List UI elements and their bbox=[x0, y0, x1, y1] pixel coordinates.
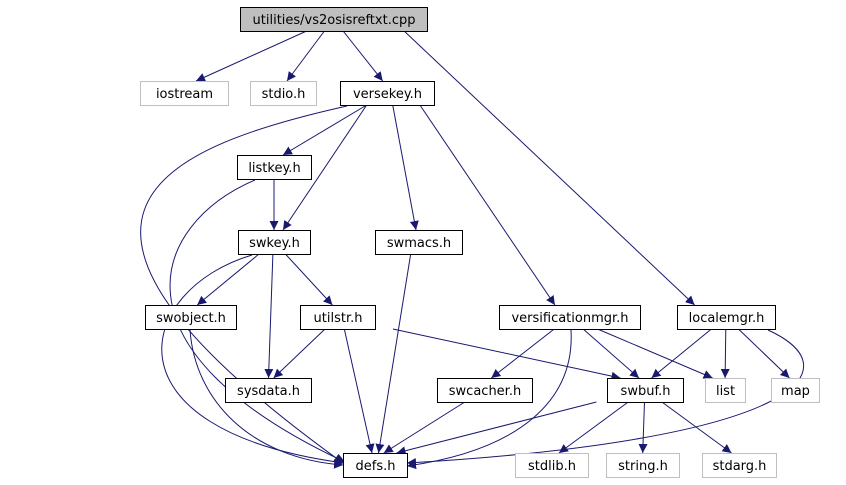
node-box-utilstr bbox=[300, 305, 376, 330]
node-label-swcacher: swcacher.h bbox=[449, 384, 521, 399]
node-swmacs[interactable]: swmacs.h bbox=[375, 230, 463, 255]
node-box-string bbox=[606, 453, 680, 478]
node-defs[interactable]: defs.h bbox=[343, 453, 408, 478]
node-label-swobject: swobject.h bbox=[156, 311, 226, 326]
edge-swkey-to-utilstr bbox=[285, 253, 333, 306]
edge-localemgr-to-map bbox=[738, 328, 790, 379]
node-stdlib: stdlib.h bbox=[515, 453, 589, 478]
node-label-defs: defs.h bbox=[356, 459, 396, 474]
node-box-swbuf bbox=[607, 378, 684, 403]
edge-utilstr-to-swbuf bbox=[392, 328, 621, 381]
nodes-layer: utilities/vs2osisreftxt.cpp iostream stdio… bbox=[140, 7, 820, 478]
edge-utilstr-to-defs bbox=[343, 328, 375, 454]
node-label-utilstr: utilstr.h bbox=[314, 311, 363, 326]
edge-swobject-to-defs bbox=[189, 329, 344, 469]
edge-swbuf-to-stdarg bbox=[661, 401, 732, 454]
node-box-swcacher bbox=[437, 378, 533, 403]
edge-utilstr-to-sysdata bbox=[273, 328, 326, 379]
node-label-versekey: versekey.h bbox=[353, 87, 422, 102]
node-label-stdlib: stdlib.h bbox=[528, 459, 576, 474]
node-box-sysdata bbox=[225, 378, 312, 403]
node-label-map: map bbox=[781, 384, 810, 399]
node-stdarg: stdarg.h bbox=[702, 453, 777, 478]
edge-root-to-stdio bbox=[286, 30, 325, 82]
node-box-list bbox=[705, 378, 746, 403]
node-versificationmgr[interactable]: versificationmgr.h bbox=[499, 305, 641, 330]
node-versekey[interactable]: versekey.h bbox=[340, 81, 435, 106]
node-box-versekey bbox=[340, 81, 435, 106]
node-box-map bbox=[771, 378, 820, 403]
node-box-versificationmgr bbox=[499, 305, 641, 330]
edge-versekey-to-swkey bbox=[282, 104, 368, 231]
node-map: map bbox=[771, 378, 820, 403]
node-box-swmacs bbox=[375, 230, 463, 255]
edge-swkey-to-sysdata bbox=[264, 253, 274, 379]
edge-localemgr-to-swbuf bbox=[651, 328, 712, 379]
edge-swkey-to-swobject bbox=[196, 253, 260, 306]
edge-versificationmgr-to-list bbox=[597, 328, 713, 379]
edge-versekey-to-swmacs bbox=[392, 104, 419, 231]
edge-root-to-localemgr bbox=[403, 30, 695, 306]
node-box-stdarg bbox=[702, 453, 777, 478]
edge-root-to-versekey bbox=[342, 30, 384, 82]
node-label-listkey: listkey.h bbox=[248, 161, 300, 176]
node-label-versificationmgr: versificationmgr.h bbox=[511, 311, 628, 326]
edges-layer bbox=[140, 30, 804, 470]
edge-versekey-to-defs bbox=[140, 105, 348, 464]
edge-versificationmgr-to-swcacher bbox=[490, 328, 555, 379]
node-stdio: stdio.h bbox=[250, 81, 317, 106]
node-label-stdio: stdio.h bbox=[262, 87, 306, 102]
edge-localemgr-to-defs bbox=[406, 329, 804, 467]
node-label-swbuf: swbuf.h bbox=[621, 384, 671, 399]
node-label-stdarg: stdarg.h bbox=[713, 459, 767, 474]
node-box-swobject bbox=[145, 305, 237, 330]
edge-swcacher-to-defs bbox=[383, 401, 466, 454]
edge-versekey-to-listkey bbox=[282, 104, 367, 156]
node-list: list bbox=[705, 378, 746, 403]
node-label-swkey: swkey.h bbox=[249, 236, 300, 251]
edge-swbuf-to-string bbox=[638, 401, 648, 454]
edge-localemgr-to-list bbox=[720, 328, 730, 379]
node-swbuf[interactable]: swbuf.h bbox=[607, 378, 684, 403]
node-box-listkey bbox=[237, 155, 312, 180]
node-label-sysdata: sysdata.h bbox=[237, 384, 300, 399]
node-listkey[interactable]: listkey.h bbox=[237, 155, 312, 180]
node-box-stdio bbox=[250, 81, 317, 106]
node-sysdata[interactable]: sysdata.h bbox=[225, 378, 312, 403]
edge-swkey-to-defs bbox=[161, 254, 345, 467]
node-swobject[interactable]: swobject.h bbox=[145, 305, 237, 330]
edge-versekey-to-versificationmgr bbox=[419, 104, 556, 306]
node-label-swmacs: swmacs.h bbox=[387, 236, 451, 251]
node-box-root bbox=[240, 7, 428, 32]
node-swkey[interactable]: swkey.h bbox=[238, 230, 311, 255]
node-box-localemgr bbox=[677, 305, 776, 330]
edge-swbuf-to-stdlib bbox=[558, 401, 629, 454]
node-label-root: utilities/vs2osisreftxt.cpp bbox=[253, 13, 416, 28]
node-label-string: string.h bbox=[618, 459, 668, 474]
node-root[interactable]: utilities/vs2osisreftxt.cpp bbox=[240, 7, 428, 32]
node-iostream: iostream bbox=[140, 81, 229, 106]
edge-root-to-iostream bbox=[195, 30, 307, 82]
edge-listkey-to-defs bbox=[169, 179, 346, 463]
node-localemgr[interactable]: localemgr.h bbox=[677, 305, 776, 330]
node-box-defs bbox=[343, 453, 408, 478]
node-swcacher[interactable]: swcacher.h bbox=[437, 378, 533, 403]
node-box-iostream bbox=[140, 81, 229, 106]
node-string: string.h bbox=[606, 453, 680, 478]
edge-versificationmgr-to-swbuf bbox=[582, 328, 640, 379]
node-label-localemgr: localemgr.h bbox=[689, 311, 765, 326]
edge-swmacs-to-defs bbox=[375, 253, 412, 454]
node-label-iostream: iostream bbox=[156, 87, 213, 102]
node-label-list: list bbox=[716, 384, 735, 399]
node-utilstr[interactable]: utilstr.h bbox=[300, 305, 376, 330]
node-box-swkey bbox=[238, 230, 311, 255]
edge-swbuf-to-defs bbox=[396, 401, 597, 456]
node-box-stdlib bbox=[515, 453, 589, 478]
